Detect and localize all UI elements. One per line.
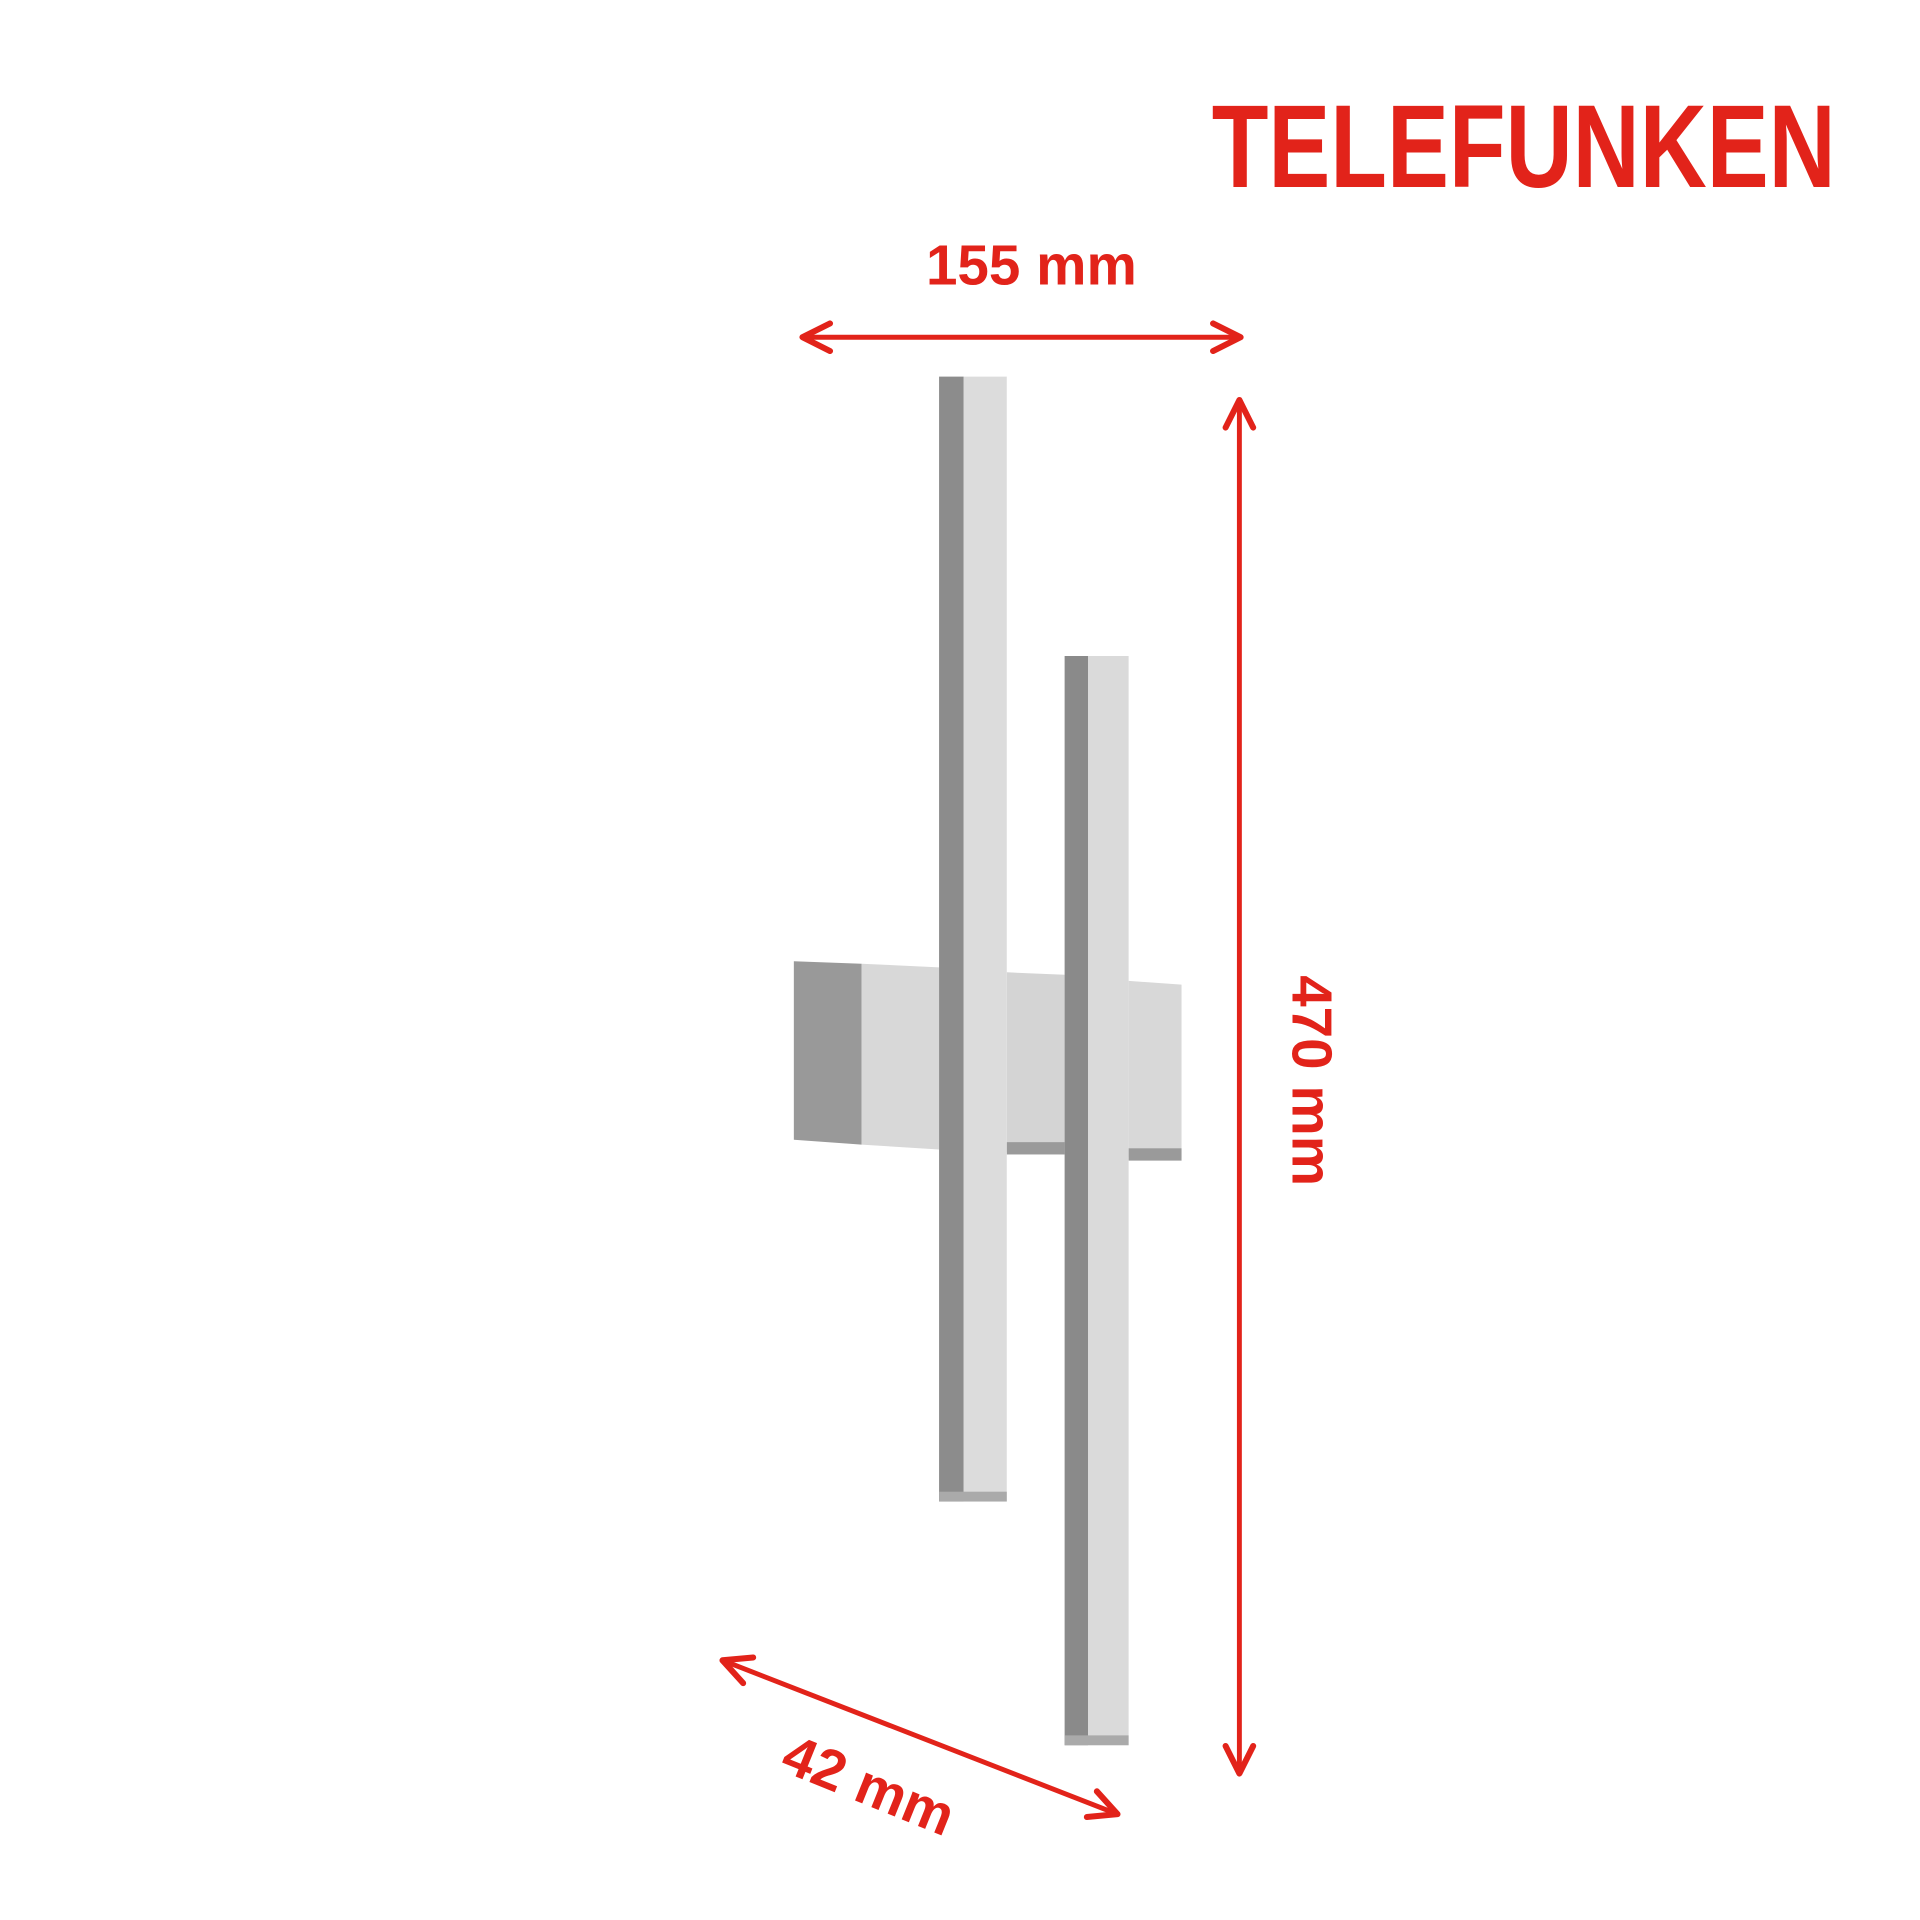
depth-arrow <box>719 1654 1121 1821</box>
width-label: 155 mm <box>926 233 1137 296</box>
brand-logo: TELEFUNKEN <box>1212 81 1836 213</box>
mounting-block <box>793 961 1182 1161</box>
light-bar-short <box>1064 656 1129 1746</box>
height-label: 470 mm <box>1280 975 1343 1186</box>
light-bar-tall <box>939 376 1007 1502</box>
